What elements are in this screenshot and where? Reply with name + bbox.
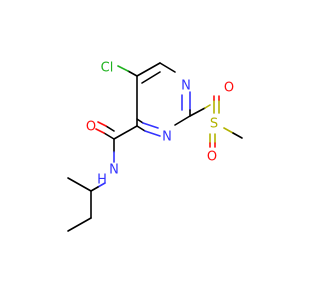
bond-c2-s-color — [204, 104, 211, 109]
atom-s: S — [210, 117, 218, 132]
bond-c5-cl-color — [117, 65, 129, 72]
bond-carbonyl-o — [103, 132, 115, 140]
bond-n3-c4-n — [144, 130, 161, 137]
bond-n3-c4-double — [136, 118, 144, 124]
bond-carbonyl-o-color — [95, 128, 105, 134]
bond-c2-s — [189, 107, 206, 117]
structure-canvas: Cl N N S O O O N H — [67, 61, 243, 232]
bond-n-ch — [97, 182, 106, 188]
bond-n-ch-c — [90, 186, 99, 192]
bond-c2-n3 — [174, 115, 191, 126]
atom-n-ring-top: N — [181, 79, 191, 94]
bond-c5-cl — [127, 70, 138, 77]
bond-c4-carbonyl — [113, 125, 138, 140]
atom-n-ring-bottom: N — [162, 130, 172, 145]
bond-c5-c6-double — [141, 71, 161, 84]
bond-s-methyl — [223, 127, 234, 134]
atom-n-amide: N — [109, 163, 119, 178]
bond-s-methyl-c — [232, 132, 243, 139]
atom-o-sulfonyl-top: O — [224, 81, 234, 96]
bond-c5-c6 — [136, 62, 161, 77]
bond-ch2-ch3 — [67, 217, 92, 232]
bond-n3-c4-double-n — [142, 122, 159, 129]
atom-h-amide: H — [97, 173, 107, 188]
bond-carbonyl-o-double-color — [97, 121, 107, 127]
atom-cl: Cl — [101, 61, 114, 76]
bond-carbonyl-o-double — [105, 125, 115, 132]
molecule-structure: Cl N N S O O O N H — [67, 61, 243, 232]
atom-o-sulfonyl-bottom: O — [207, 150, 217, 165]
atom-o-carbonyl: O — [86, 120, 96, 135]
pyrimidine-ring — [136, 62, 191, 137]
bond-n3-c4 — [136, 125, 146, 132]
bond-ch-methyl — [67, 177, 92, 192]
bond-c6-n1 — [159, 62, 176, 73]
